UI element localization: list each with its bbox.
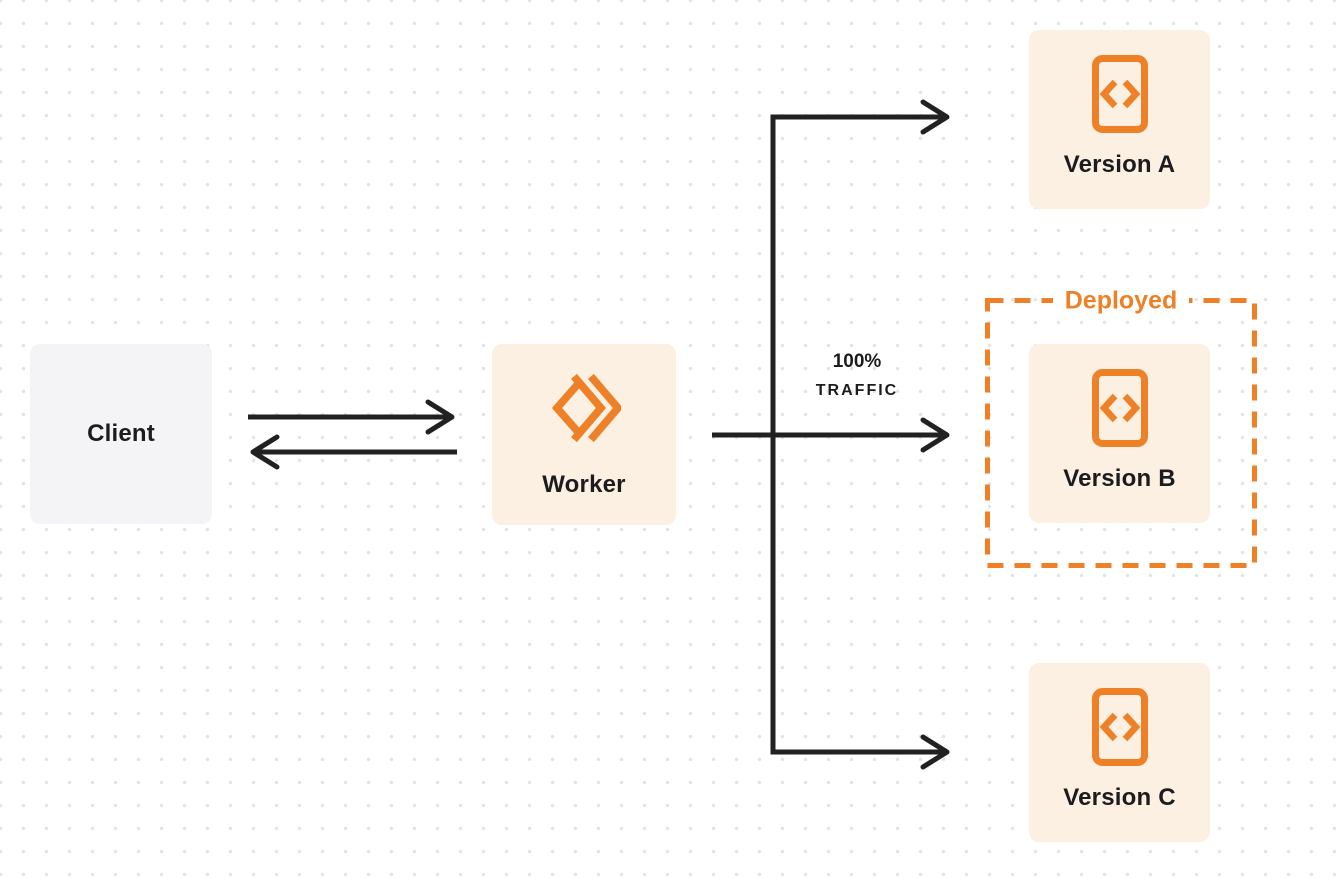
code-file-icon (1091, 55, 1148, 133)
version-a-node: Version A (1029, 30, 1210, 209)
client-node-label: Client (87, 420, 155, 447)
deployed-frame-label-wrap: Deployed (985, 286, 1257, 316)
version-b-label: Version B (1063, 465, 1176, 492)
version-c-node: Version C (1029, 663, 1210, 842)
arrow-worker-to-client (250, 434, 457, 470)
version-a-label: Version A (1063, 151, 1176, 178)
version-c-label: Version C (1063, 784, 1176, 811)
arrow-branch-to-version-a (770, 99, 950, 435)
code-file-icon (1091, 688, 1148, 766)
client-node: Client (30, 344, 212, 524)
cloudflare-workers-icon (547, 371, 623, 445)
arrow-client-to-worker (248, 399, 455, 435)
code-file-icon (1091, 369, 1148, 447)
arrow-branch-to-version-c (770, 435, 950, 770)
traffic-label: 100% TRAFFIC (777, 351, 937, 400)
worker-node-label: Worker (542, 471, 626, 498)
traffic-text: TRAFFIC (815, 382, 899, 399)
version-b-node: Version B (1029, 344, 1210, 523)
worker-node: Worker (492, 344, 676, 525)
traffic-percent: 100% (832, 351, 882, 372)
arrow-worker-to-version-b (712, 417, 950, 453)
deployed-label: Deployed (1052, 286, 1190, 316)
